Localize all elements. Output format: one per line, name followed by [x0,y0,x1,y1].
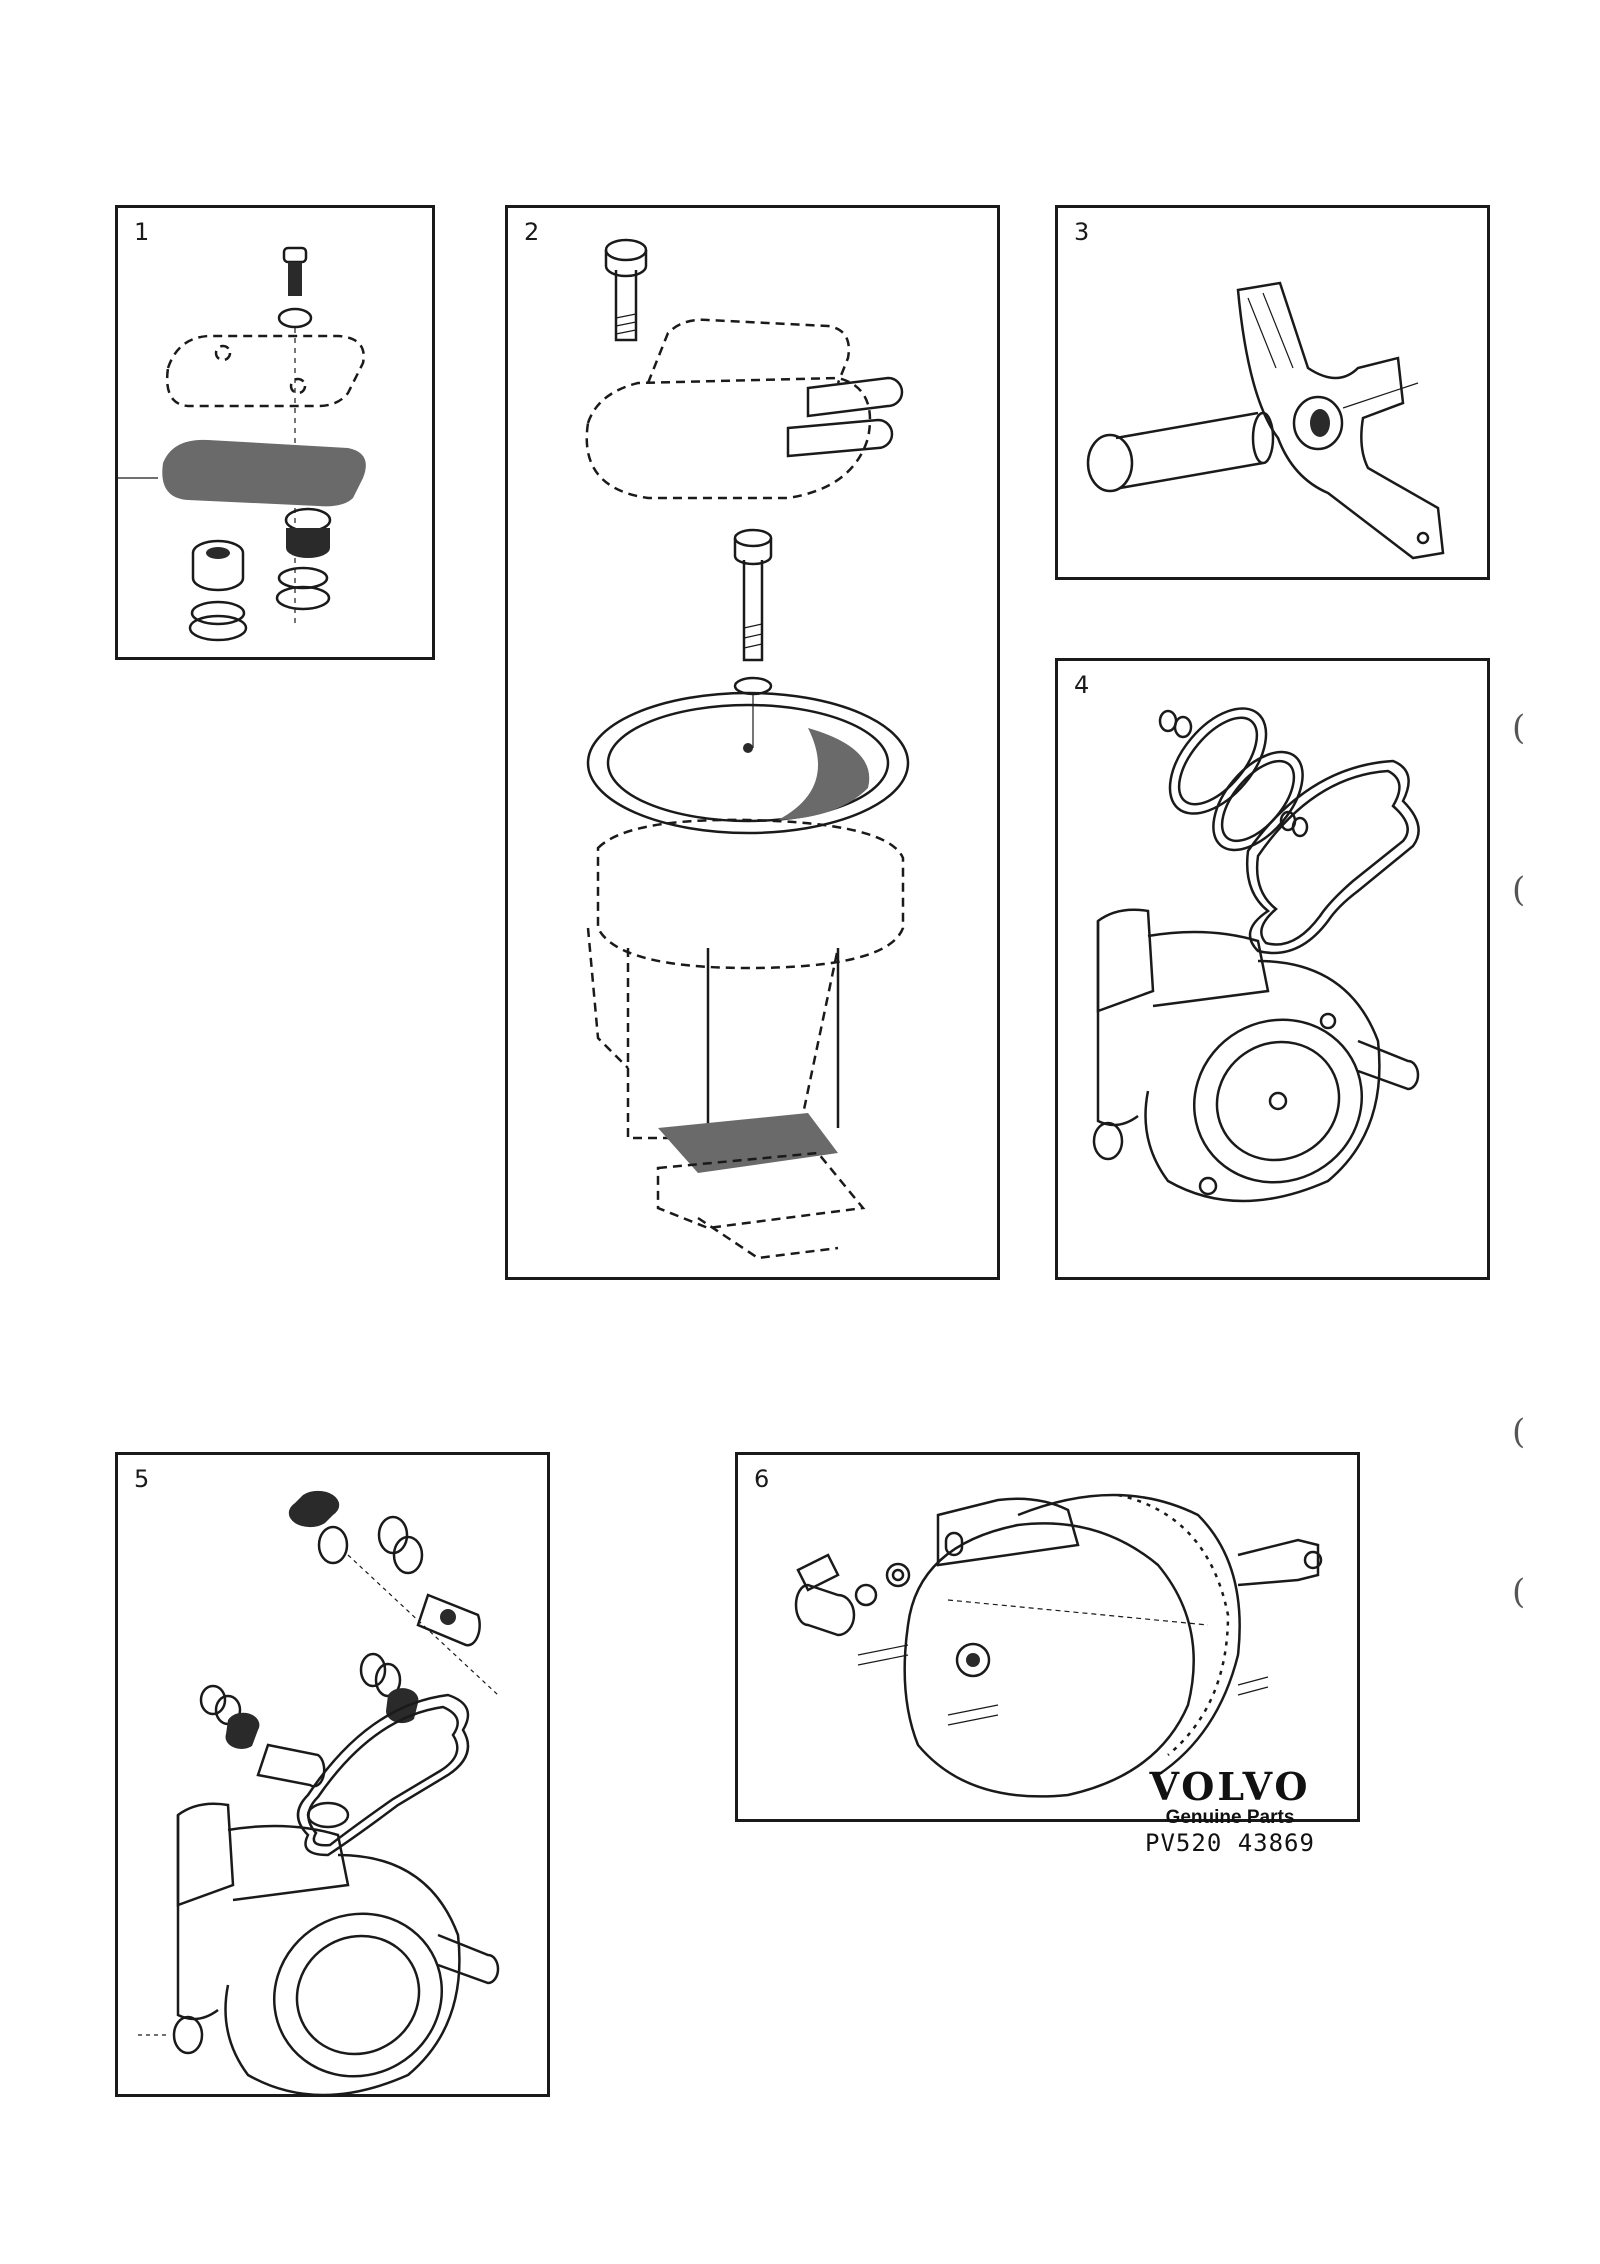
margin-mark: ( [1512,1572,1526,1612]
diagram-vacuum-pump-valves [138,1490,500,2097]
part-code: PV520 43869 [1145,1829,1315,1857]
panel-number: 2 [524,218,540,246]
panel-3: 3 [1055,205,1490,580]
panel-number: 6 [754,1465,770,1493]
diagram-valve-cover [118,246,366,642]
panel-1: 1 [115,205,435,660]
diagram-lever-and-pin [1086,281,1445,560]
volvo-logo: VOLVO [1149,1764,1311,1809]
margin-mark: ( [1512,708,1526,748]
panel-number: 1 [134,218,150,246]
brand-tagline: Genuine Parts [1165,1807,1295,1828]
panel-4: 4 [1055,658,1490,1280]
diagram-vacuum-pump-kit [1092,707,1420,1203]
panel-6: 6 [735,1452,1360,1822]
panel-number: 4 [1074,671,1090,699]
brand-block: VOLVO Genuine Parts PV520 43869 [1110,1764,1350,1857]
panel-5: 5 [115,1452,550,2097]
margin-mark: ( [1512,1412,1526,1452]
diagram-brake-booster [794,1493,1323,1798]
panel-2: 2 [505,205,1000,1280]
panel-number: 5 [134,1465,150,1493]
margin-mark: ( [1512,870,1526,910]
diagram-pump-assembly [585,238,910,1260]
panel-number: 3 [1074,218,1090,246]
